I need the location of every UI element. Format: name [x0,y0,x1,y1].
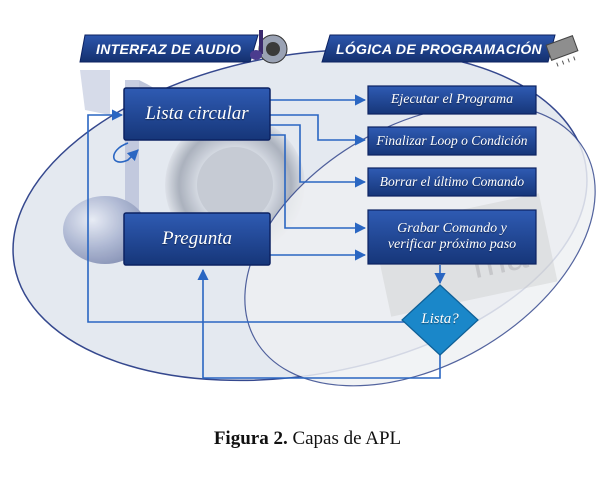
node-grabar-line2: verificar próximo paso [387,237,517,252]
node-ejecutar-label: Ejecutar el Programa [390,91,514,107]
box-finalizar [367,126,537,156]
box-pregunta [123,212,271,266]
box-lista-circular [123,87,271,141]
header-audio-label: INTERFAZ DE AUDIO [96,41,242,57]
arrow-lista-grabar [270,134,367,234]
background-layers: ma [12,48,596,387]
box-shapes [123,85,537,356]
arrow-listaq-lista [87,109,405,323]
caption-label: Figura 2. [213,428,288,449]
box-borrar [367,167,537,197]
node-finalizar-label: Finalizar Loop o Condición [376,133,528,149]
header-logic-label: LÓGICA DE PROGRAMACIÓN [336,41,542,57]
diagram-canvas: ma [12,30,596,387]
microchip-icon [545,35,579,67]
node-borrar-label: Borrar el último Comando [379,174,525,190]
node-grabar-label: Grabar Comando y verificar próximo paso [368,210,536,264]
diamond-lista-q [401,284,479,356]
node-grabar-line1: Grabar Comando y [397,220,507,236]
arrow-lista-borrar [270,124,367,188]
connectors [87,94,446,379]
arrow-listaq-pregunta [197,268,441,379]
node-lista-q-label: Lista? [421,311,459,328]
arrow-lista-finalizar [270,114,367,146]
figure-caption: Figura 2. Capas de APL [0,428,615,450]
box-ejecutar [367,85,537,115]
node-pregunta-label: Pregunta [161,228,232,250]
header-audio [79,30,288,64]
apl-layers-diagram: ma [12,30,596,387]
self-loop-lista [112,142,139,163]
header-logic [321,34,579,67]
caption-text: Capas de APL [292,428,402,449]
box-grabar [367,209,537,265]
node-lista-circular-label: Lista circular [145,103,249,125]
music-note-speaker-icon [250,30,288,64]
